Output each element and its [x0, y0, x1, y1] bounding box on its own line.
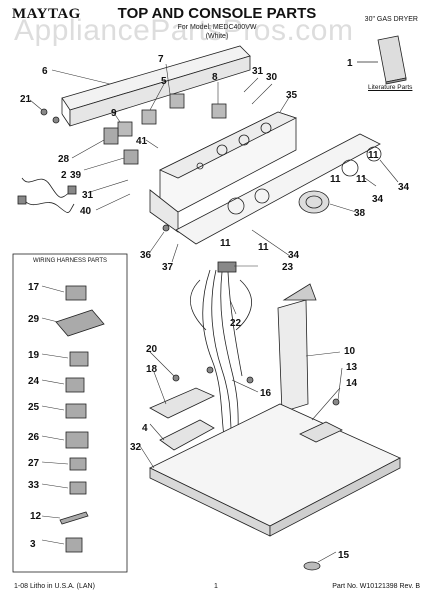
callout-22: 22 — [230, 318, 242, 329]
callout-34a: 34 — [398, 182, 410, 193]
wire-harness-part-2 — [21, 177, 75, 213]
switch-part-8 — [211, 103, 227, 119]
literature-booklet — [357, 35, 407, 85]
screw-part-20 — [172, 374, 180, 382]
footer-litho: 1-08 Litho in U.S.A. (LAN) — [14, 583, 95, 590]
callout-31b: 31 — [82, 190, 94, 201]
callout-40: 40 — [80, 206, 92, 217]
watermark: AppliancePartsPros.com — [14, 14, 354, 47]
callout-21: 21 — [20, 94, 32, 105]
callout-14: 14 — [346, 378, 358, 389]
callout-37: 37 — [162, 262, 174, 273]
callout-2: 2 — [61, 170, 67, 181]
footer-part-number: Part No. W10121398 Rev. B — [332, 583, 420, 590]
callout-36: 36 — [140, 250, 152, 261]
knob-part-11d — [366, 146, 382, 162]
wiring-harness-parts-label: WIRING HARNESS PARTS — [32, 258, 108, 264]
callout-25: 25 — [28, 402, 40, 413]
callout-31a: 31 — [252, 66, 264, 77]
callout-10: 10 — [344, 346, 356, 357]
wiring-harness-parts-box — [12, 253, 128, 573]
callout-30: 30 — [266, 72, 278, 83]
callout-20: 20 — [146, 344, 158, 355]
timer-knob-part-38 — [298, 190, 330, 214]
footer-page-number: 1 — [214, 583, 218, 590]
knob-part-11a — [227, 197, 245, 215]
callout-26: 26 — [28, 432, 40, 443]
callout-3: 3 — [30, 539, 36, 550]
callout-32: 32 — [130, 442, 142, 453]
dryer-top-panel — [149, 403, 401, 537]
switch-part-39 — [123, 149, 139, 165]
callout-18: 18 — [146, 364, 158, 375]
callout-23: 23 — [282, 262, 294, 273]
callout-28: 28 — [58, 154, 70, 165]
callout-33: 33 — [28, 480, 40, 491]
callout-11a: 11 — [220, 238, 231, 249]
screw-part-21b — [52, 116, 60, 124]
callout-16: 16 — [260, 388, 272, 399]
callout-4: 4 — [142, 423, 148, 434]
brand-logo: MAYTAG — [12, 6, 81, 22]
hinge-bracket-part-18 — [149, 387, 215, 419]
callout-15: 15 — [338, 550, 350, 561]
callout-39: 39 — [70, 170, 82, 181]
callout-1: 1 — [347, 58, 353, 69]
callout-17: 17 — [28, 282, 40, 293]
callout-13: 13 — [346, 362, 358, 373]
knob-part-11b — [254, 188, 270, 204]
callout-24: 24 — [28, 376, 40, 387]
callout-11d: 11 — [356, 174, 367, 185]
bracket-part-4 — [159, 419, 215, 451]
screw-part-36 — [162, 224, 170, 232]
switch-part-7 — [141, 109, 157, 125]
callout-41: 41 — [136, 136, 148, 147]
callout-7: 7 — [158, 54, 164, 65]
callout-35: 35 — [286, 90, 298, 101]
knob-part-11c — [341, 159, 359, 177]
callout-5: 5 — [161, 76, 167, 87]
page-title: TOP AND CONSOLE PARTS — [117, 5, 317, 22]
foot-part-15 — [303, 561, 321, 571]
screw-part-21a — [40, 108, 48, 116]
callout-38: 38 — [354, 208, 366, 219]
callout-34c: 34 — [288, 250, 300, 261]
timer-part-28 — [103, 127, 119, 145]
callout-19: 19 — [28, 350, 40, 361]
callout-34b: 34 — [372, 194, 384, 205]
switch-part-5 — [169, 93, 185, 109]
support-bracket-part-10 — [277, 283, 317, 413]
product-type: 30" GAS DRYER — [364, 16, 418, 23]
console-base — [175, 133, 381, 245]
switch-part-9 — [117, 121, 133, 137]
callout-9: 9 — [111, 108, 117, 119]
main-wire-harness — [190, 261, 254, 451]
callout-12: 12 — [30, 511, 42, 522]
literature-parts-label: Literature Parts — [368, 84, 413, 91]
callout-11e: 11 — [368, 150, 379, 161]
callout-11b: 11 — [258, 242, 269, 253]
wiring-harness-parts-icons — [55, 285, 105, 553]
callout-8: 8 — [212, 72, 218, 83]
callout-27: 27 — [28, 458, 40, 469]
console-end-cap-left — [149, 189, 179, 233]
color-subtitle: (White) — [205, 33, 229, 40]
screw-part-13 — [332, 398, 340, 406]
callout-11c: 11 — [330, 174, 341, 185]
callout-29: 29 — [28, 314, 40, 325]
callout-6: 6 — [42, 66, 48, 77]
console-panel — [159, 111, 298, 213]
model-subtitle: For Model: MEDC400VW — [177, 24, 257, 31]
